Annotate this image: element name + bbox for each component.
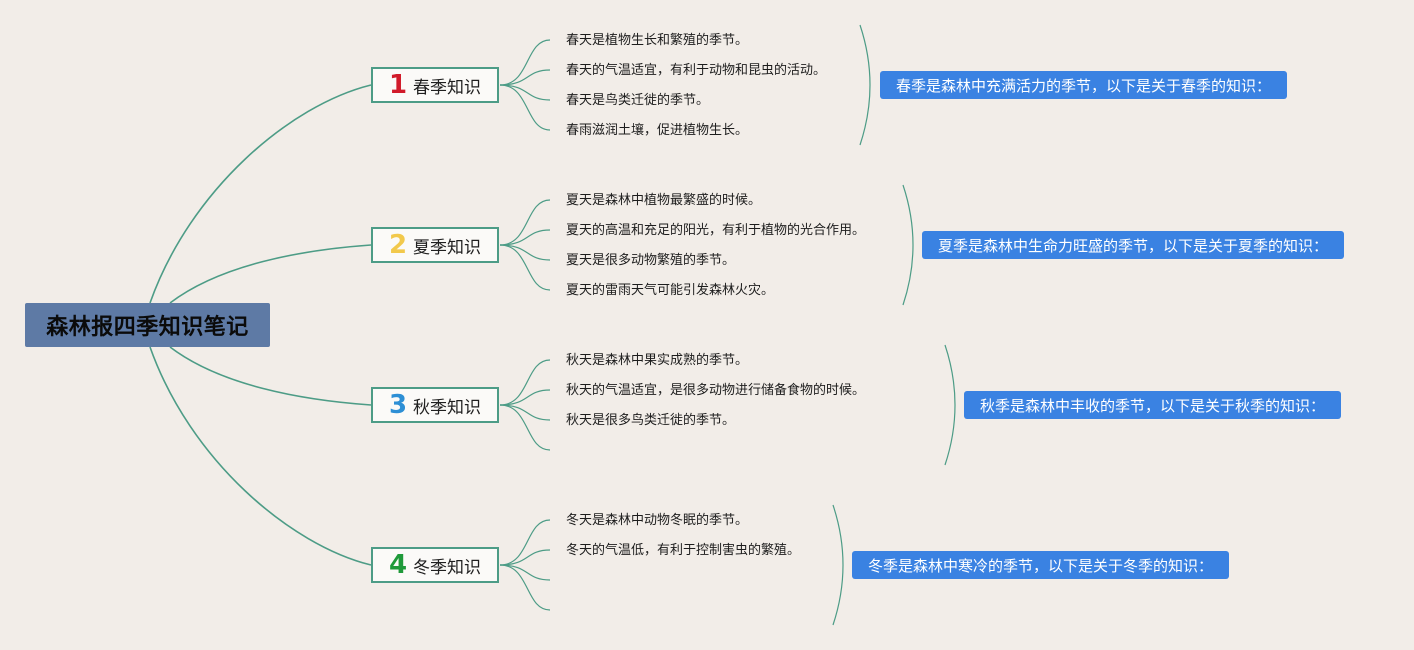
number-2-icon: 2 — [388, 230, 408, 260]
leaf-item[interactable]: 春天是鸟类迁徙的季节。 — [566, 93, 710, 108]
summary-winter[interactable]: 冬季是森林中寒冷的季节，以下是关于冬季的知识： — [852, 551, 1230, 579]
branch-3-fan — [499, 359, 551, 451]
leaf-item[interactable]: 夏天的高温和充足的阳光，有利于植物的光合作用。 — [566, 223, 866, 238]
connector-root-branch-2 — [169, 244, 372, 304]
summary-summer[interactable]: 夏季是森林中生命力旺盛的季节，以下是关于夏季的知识： — [922, 231, 1345, 259]
leaf-item[interactable]: 秋天是森林中果实成熟的季节。 — [566, 353, 749, 368]
leaf-item[interactable]: 春雨滋润土壤，促进植物生长。 — [566, 123, 749, 138]
number-4-icon: 4 — [388, 550, 408, 580]
branch-label: 冬季知识 — [413, 557, 482, 578]
connector-root-branch-4 — [149, 346, 372, 566]
summary-bracket-3 — [944, 344, 956, 466]
branch-label: 春季知识 — [413, 77, 482, 98]
branch-winter[interactable]: 4 冬季知识 — [371, 547, 499, 583]
summary-text: 秋季是森林中丰收的季节，以下是关于秋季的知识： — [980, 396, 1326, 415]
connector-root-branch-3 — [169, 346, 372, 406]
connector-root-branch-1 — [149, 84, 372, 304]
summary-text: 春季是森林中充满活力的季节，以下是关于春季的知识： — [896, 76, 1272, 95]
branch-2-fan — [499, 199, 551, 291]
branch-summer[interactable]: 2 夏季知识 — [371, 227, 499, 263]
number-1-icon: 1 — [388, 70, 408, 100]
branch-autumn[interactable]: 3 秋季知识 — [371, 387, 499, 423]
leaf-item[interactable]: 春天的气温适宜，有利于动物和昆虫的活动。 — [566, 63, 827, 78]
summary-bracket-1 — [859, 24, 871, 146]
summary-text: 冬季是森林中寒冷的季节，以下是关于冬季的知识： — [868, 556, 1214, 575]
branch-1-fan — [499, 39, 551, 131]
summary-spring[interactable]: 春季是森林中充满活力的季节，以下是关于春季的知识： — [880, 71, 1288, 99]
leaf-item[interactable]: 冬天是森林中动物冬眠的季节。 — [566, 513, 749, 528]
leaf-item[interactable]: 夏天是森林中植物最繁盛的时候。 — [566, 193, 762, 208]
summary-bracket-2 — [902, 184, 914, 306]
leaf-item[interactable]: 秋天是很多鸟类迁徙的季节。 — [566, 413, 736, 428]
leaf-item[interactable]: 夏天是很多动物繁殖的季节。 — [566, 253, 736, 268]
leaf-item[interactable]: 春天是植物生长和繁殖的季节。 — [566, 33, 749, 48]
branch-label: 夏季知识 — [413, 237, 482, 258]
number-3-icon: 3 — [388, 390, 408, 420]
branch-4-fan — [499, 519, 551, 611]
leaf-item[interactable]: 冬天的气温低，有利于控制害虫的繁殖。 — [566, 543, 801, 558]
branch-label: 秋季知识 — [413, 397, 482, 418]
leaf-item[interactable]: 夏天的雷雨天气可能引发森林火灾。 — [566, 283, 775, 298]
summary-text: 夏季是森林中生命力旺盛的季节，以下是关于夏季的知识： — [938, 236, 1329, 255]
leaf-item[interactable]: 秋天的气温适宜，是很多动物进行储备食物的时候。 — [566, 383, 866, 398]
summary-bracket-4 — [832, 504, 844, 626]
summary-autumn[interactable]: 秋季是森林中丰收的季节，以下是关于秋季的知识： — [964, 391, 1342, 419]
root-topic[interactable]: 森林报四季知识笔记 — [25, 303, 270, 347]
root-title: 森林报四季知识笔记 — [46, 315, 249, 340]
branch-spring[interactable]: 1 春季知识 — [371, 67, 499, 103]
